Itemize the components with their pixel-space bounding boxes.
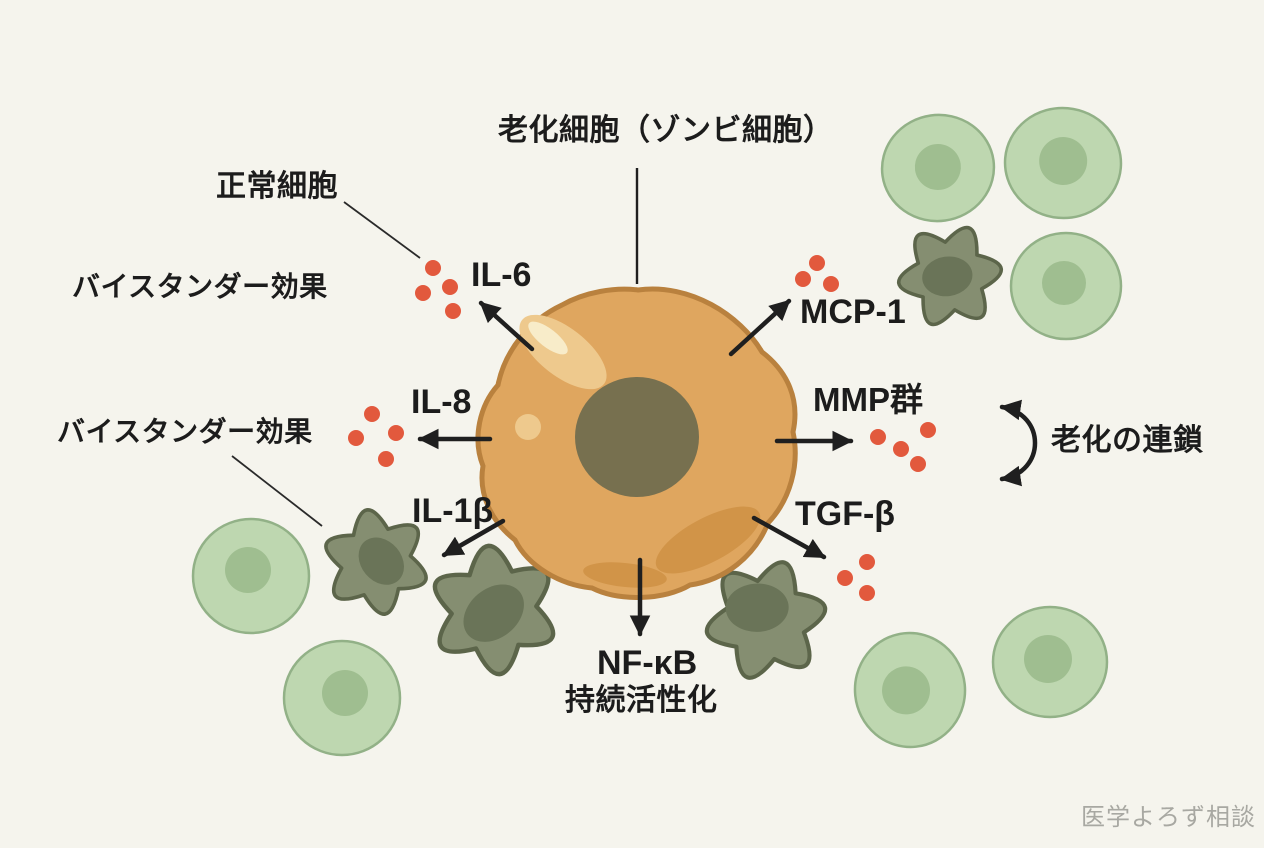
affected-cell bbox=[701, 553, 831, 687]
tgfb-arrow bbox=[751, 515, 827, 560]
diagram-title: 老化細胞（ゾンビ細胞） bbox=[498, 114, 834, 147]
senescent-cell-nucleus bbox=[575, 377, 699, 497]
il1b-label: IL-1β bbox=[412, 492, 494, 530]
mcp1-arrow bbox=[728, 298, 792, 357]
il1b-arrow bbox=[441, 518, 506, 558]
il6-dots bbox=[415, 260, 461, 319]
affected-cell bbox=[419, 533, 570, 687]
normal-cell-leader-line bbox=[343, 201, 421, 259]
normal-cell bbox=[880, 113, 996, 223]
nfkb-sustained-activation-label: 持続活性化 bbox=[565, 684, 718, 717]
il6-arrow bbox=[478, 300, 535, 352]
bystander-leader-line bbox=[231, 455, 323, 527]
mcp1-label: MCP-1 bbox=[800, 293, 906, 331]
cell-highlight bbox=[515, 414, 541, 440]
senescent-cell bbox=[475, 286, 798, 600]
cell-shadow-patch bbox=[655, 506, 761, 574]
normal-cell bbox=[1009, 231, 1123, 341]
il8-dots bbox=[348, 406, 404, 467]
watermark: 医学よろず相談 bbox=[1081, 804, 1256, 831]
affected-cell bbox=[302, 487, 450, 637]
normal-cell bbox=[991, 605, 1109, 719]
bystander-effect-label-bottom: バイスタンダー効果 bbox=[57, 416, 313, 447]
il6-label: IL-6 bbox=[471, 256, 532, 294]
affected-cell-group bbox=[302, 214, 1011, 687]
sasp-dots bbox=[348, 255, 936, 601]
nfkb-label: NF-κB bbox=[597, 644, 698, 682]
normal-cell bbox=[1003, 106, 1123, 220]
cell-shadow-patch bbox=[583, 562, 667, 588]
affected-cell bbox=[889, 214, 1011, 338]
normal-cell-label: 正常細胞 bbox=[216, 170, 338, 203]
cell-highlight bbox=[528, 321, 568, 355]
normal-cell bbox=[853, 631, 967, 749]
normal-cell bbox=[191, 517, 311, 635]
mmp-dots bbox=[870, 422, 936, 472]
tgfb-label: TGF-β bbox=[795, 495, 896, 533]
secretion-arrows bbox=[417, 298, 1038, 637]
il8-label: IL-8 bbox=[411, 383, 472, 421]
aging-chain-label: 老化の連鎖 bbox=[1051, 424, 1204, 457]
bystander-effect-label-top: バイスタンダー効果 bbox=[72, 271, 328, 302]
tgfb-dots bbox=[837, 554, 875, 601]
mmp-label: MMP群 bbox=[813, 381, 923, 418]
mcp1-dots bbox=[795, 255, 839, 292]
normal-cell bbox=[282, 639, 402, 757]
aging-chain-cycle-arrow bbox=[999, 399, 1038, 487]
normal-cell-group bbox=[191, 106, 1123, 757]
